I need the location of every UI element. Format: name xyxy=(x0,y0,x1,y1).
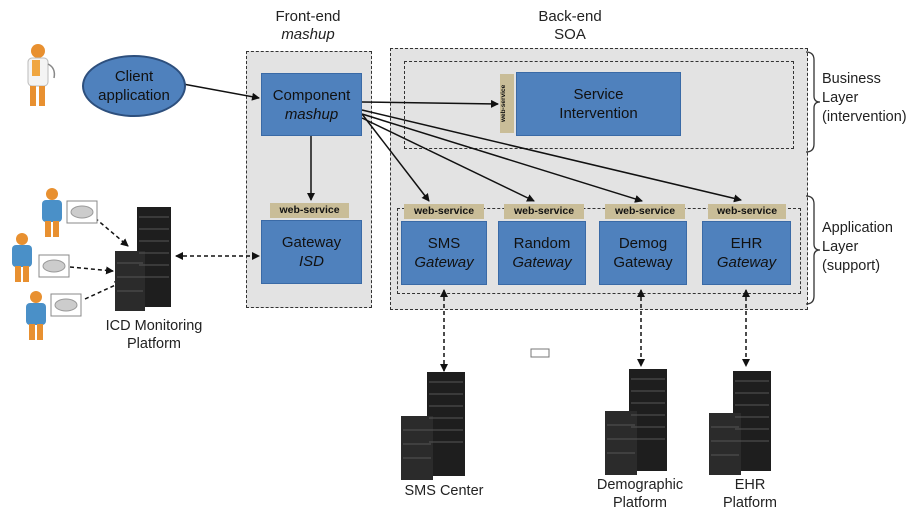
backend-title-line1: Back-end xyxy=(538,8,602,25)
demog-gateway-box: Demog Gateway xyxy=(599,221,687,285)
sms-gateway-box: SMS Gateway xyxy=(401,221,487,285)
arrow-client-to-component xyxy=(182,83,260,101)
ehr-webservice-tag: web-service xyxy=(708,204,786,219)
demog-gateway-line2: Gateway xyxy=(613,254,673,271)
business-layer-line3: (intervention) xyxy=(822,109,907,125)
arrow-component-to-service xyxy=(361,99,499,108)
icd-platform-line1: ICD Monitoring xyxy=(105,318,203,334)
server-icon xyxy=(115,207,171,311)
application-layer-box xyxy=(397,208,801,294)
frontend-title-line1: Front-end xyxy=(275,8,341,25)
ehr-gateway-line2: Gateway xyxy=(716,254,777,271)
business-layer-brace xyxy=(805,51,821,153)
server-icon xyxy=(709,371,771,475)
device-icon xyxy=(38,254,70,278)
gateway-isd-webservice-tag: web-service xyxy=(270,203,349,218)
service-webservice-tag: web-service xyxy=(500,74,514,133)
ehr-platform-label: EHR Platform xyxy=(700,476,800,512)
component-label-line2: mashup xyxy=(284,105,339,123)
demog-webservice-tag: web-service xyxy=(605,204,685,219)
random-gateway-line1: Random xyxy=(513,235,571,252)
client-label-line2: application xyxy=(98,87,170,104)
patient-icon xyxy=(12,233,32,282)
ehr-platform-line2: Platform xyxy=(723,495,777,511)
sms-gateway-line1: SMS xyxy=(427,235,461,252)
business-layer-line1: Business xyxy=(822,71,881,87)
small-rect-marker xyxy=(530,348,550,358)
arrow-component-to-random xyxy=(361,117,535,202)
arrow-component-to-sms xyxy=(361,113,430,202)
arrow-patient1-to-icd xyxy=(94,217,129,247)
backend-title: Back-end SOA xyxy=(520,8,620,44)
service-line1: Service xyxy=(573,86,624,103)
sms-center-line1: SMS Center xyxy=(404,483,484,499)
icd-platform-line2: Platform xyxy=(127,336,181,352)
application-layer-label: Application Layer (support) xyxy=(822,219,893,276)
service-intervention-box: Service Intervention xyxy=(516,72,681,136)
application-layer-brace xyxy=(805,195,821,305)
ehr-gateway-box: EHR Gateway xyxy=(702,221,791,285)
random-gateway-box: Random Gateway xyxy=(498,221,586,285)
application-layer-line3: (support) xyxy=(822,258,881,274)
patient-icon xyxy=(42,188,62,237)
patient-icon xyxy=(26,291,46,340)
frontend-title-line2: mashup xyxy=(281,26,335,43)
client-label-line1: Client xyxy=(114,68,154,85)
client-application-node: Client application xyxy=(82,55,186,117)
icd-platform-label: ICD Monitoring Platform xyxy=(84,317,224,353)
demographic-platform-line2: Platform xyxy=(613,495,667,511)
arrow-component-to-ehr xyxy=(361,109,742,203)
business-layer-label: Business Layer (intervention) xyxy=(822,70,907,127)
component-label-line1: Component xyxy=(272,86,351,104)
sms-center-label: SMS Center xyxy=(384,482,504,500)
sms-webservice-tag: web-service xyxy=(404,204,484,219)
business-layer-box xyxy=(404,61,794,149)
device-icon xyxy=(50,293,82,317)
business-layer-line2: Layer xyxy=(822,90,859,106)
component-mashup-box: Component mashup xyxy=(261,73,362,136)
gateway-isd-line1: Gateway xyxy=(281,234,342,251)
random-gateway-line2: Gateway xyxy=(512,254,572,271)
demog-gateway-line1: Demog xyxy=(618,235,668,252)
random-webservice-tag: web-service xyxy=(504,204,584,219)
arrow-component-to-demog xyxy=(361,113,643,203)
frontend-title: Front-end mashup xyxy=(258,8,358,44)
server-icon xyxy=(605,369,667,475)
device-icon xyxy=(66,200,98,224)
server-icon xyxy=(401,372,465,480)
doctor-icon xyxy=(27,44,56,106)
application-layer-line2: Layer xyxy=(822,239,859,255)
backend-title-line2: SOA xyxy=(554,26,586,43)
gateway-isd-box: Gateway ISD xyxy=(261,220,362,284)
ehr-gateway-line1: EHR xyxy=(730,235,763,252)
sms-gateway-line2: Gateway xyxy=(414,254,474,271)
gateway-isd-line2: ISD xyxy=(298,253,324,270)
demographic-platform-line1: Demographic xyxy=(596,477,684,493)
ehr-platform-line1: EHR xyxy=(734,477,766,493)
demographic-platform-label: Demographic Platform xyxy=(578,476,702,512)
arrow-patient2-to-icd xyxy=(69,266,114,275)
service-line2: Intervention xyxy=(559,105,638,122)
application-layer-line1: Application xyxy=(822,220,893,236)
